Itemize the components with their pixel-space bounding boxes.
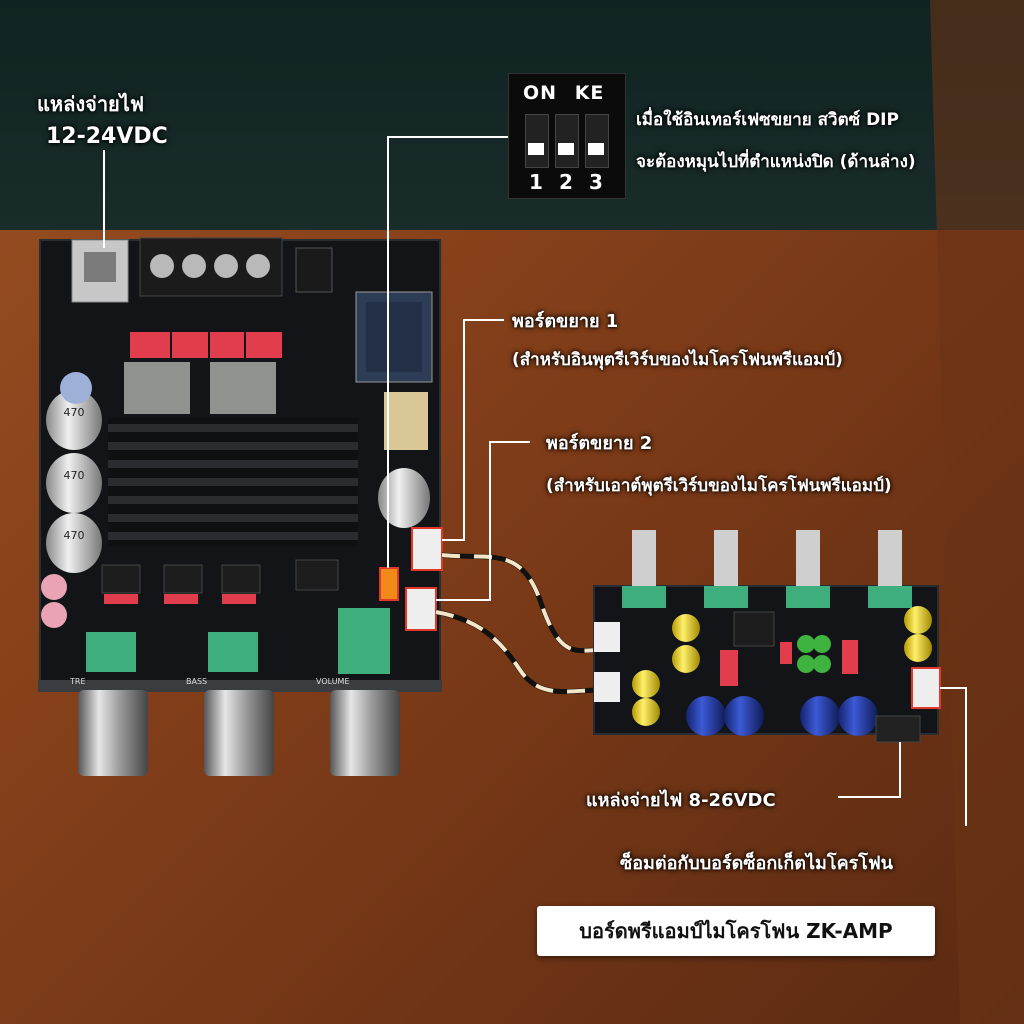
dip-number-3: 3 bbox=[589, 170, 603, 194]
port1-title: พอร์ตขยาย 1 bbox=[512, 311, 619, 332]
dip-note-line2: จะต้องหมุนไปที่ตำแหน่งปิด (ด้านล่าง) bbox=[636, 152, 916, 172]
cap-label-3: 470 bbox=[64, 529, 85, 542]
socket-note: ซ็อมต่อกับบอร์ดซ็อกเก็ตไมโครโฟน bbox=[620, 853, 893, 874]
port1-desc: (สำหรับอินพุตรีเวิร์บของไมโครโฟนพรีแอมป์… bbox=[512, 350, 843, 370]
product-name: บอร์ดพรีแอมป์ไมโครโฟน ZK-AMP bbox=[579, 919, 893, 943]
dip-switch-3 bbox=[585, 114, 609, 168]
dip-switch-1 bbox=[525, 114, 549, 168]
port2-title: พอร์ตขยาย 2 bbox=[546, 433, 653, 454]
dip-on-label: ON bbox=[523, 82, 558, 104]
dip-number-2: 2 bbox=[559, 170, 573, 194]
power-main-value: 12-24VDC bbox=[46, 124, 168, 149]
preamp-power-label: แหล่งจ่ายไฟ 8-26VDC bbox=[586, 790, 776, 811]
knob-label-bass: BASS bbox=[186, 677, 207, 686]
product-name-badge: บอร์ดพรีแอมป์ไมโครโฟน ZK-AMP bbox=[537, 906, 935, 956]
dip-switch-inset: ON KE 1 2 3 bbox=[508, 73, 626, 199]
port2-desc: (สำหรับเอาต์พุตรีเวิร์บของไมโครโฟนพรีแอม… bbox=[546, 476, 892, 496]
cap-label-2: 470 bbox=[64, 469, 85, 482]
cap-label-1: 470 bbox=[64, 406, 85, 419]
dip-switch-2 bbox=[555, 114, 579, 168]
dip-number-1: 1 bbox=[529, 170, 543, 194]
dip-ke-label: KE bbox=[574, 82, 605, 104]
preamp-board bbox=[593, 530, 941, 743]
callout-lines bbox=[103, 136, 967, 826]
power-main-title: แหล่งจ่ายไฟ bbox=[37, 92, 144, 116]
knob-label-tre: TRE bbox=[69, 677, 86, 686]
dip-note-line1: เมื่อใช้อินเทอร์เฟซขยาย สวิตซ์ DIP bbox=[636, 110, 899, 130]
knob-label-volume: VOLUME bbox=[316, 677, 350, 686]
amplifier-board: 470 470 470 TRE BASS VOLUME bbox=[38, 237, 443, 776]
